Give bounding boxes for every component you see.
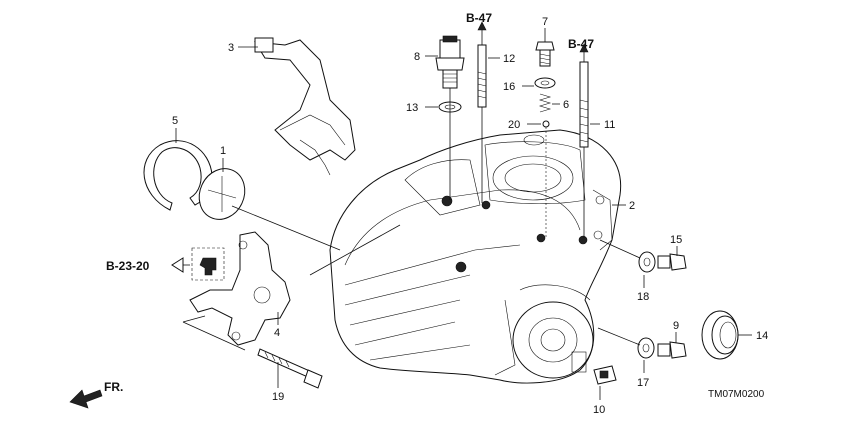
front-label: FR. [104,380,123,394]
callout-11: 11 [604,119,615,131]
reference-labels: B-47 B-47 B-23-20 FR. TM07M0200 [104,11,765,400]
bracket-part-3 [254,37,356,176]
bolt-part-19 [257,348,323,389]
callout-10: 10 [593,404,605,416]
bracket-part-4 [189,231,291,346]
ref-label-b-23-20[interactable]: B-23-20 [106,259,150,273]
callout-8: 8 [414,51,420,63]
bolt-part-7 [535,41,555,67]
front-direction-arrow [69,389,103,409]
callout-20: 20 [508,119,520,131]
ref-label-b-47-right[interactable]: B-47 [568,37,594,51]
ref-label-b-47-left[interactable]: B-47 [466,11,492,25]
reference-b-23-20-group [171,247,225,281]
callout-19: 19 [272,391,284,403]
oil-seal-part-14 [701,310,739,360]
leader-lines [175,28,752,400]
spring-part-6 [538,93,552,113]
callout-7: 7 [542,16,548,28]
callout-6: 6 [563,99,569,111]
callout-1: 1 [220,145,226,157]
plug-part-9 [657,341,687,359]
callout-17: 17 [637,377,649,389]
circlip-part-5 [143,140,213,211]
transmission-case [329,129,622,384]
callout-13: 13 [406,102,418,114]
switch-part-8 [435,35,465,89]
diagram-code: TM07M0200 [708,389,765,400]
washer-part-18 [638,251,656,273]
stud-part-12 [477,21,487,108]
callout-16: 16 [503,81,515,93]
ball-part-20 [542,120,550,238]
callout-4: 4 [274,327,280,339]
callout-5: 5 [172,115,178,127]
stud-part-11 [579,43,589,148]
washer-part-16 [534,77,556,89]
callout-15: 15 [670,234,682,246]
washer-part-17 [637,337,655,359]
callout-3: 3 [228,42,234,54]
callout-2: 2 [629,200,635,212]
plug-part-10 [593,365,617,385]
callout-14: 14 [756,330,768,342]
callout-9: 9 [673,320,679,332]
callout-labels: 3 5 1 4 19 8 13 12 7 16 6 20 11 2 15 18 … [172,16,768,416]
callout-18: 18 [637,291,649,303]
plug-part-15 [657,253,687,271]
callout-12: 12 [503,53,515,65]
